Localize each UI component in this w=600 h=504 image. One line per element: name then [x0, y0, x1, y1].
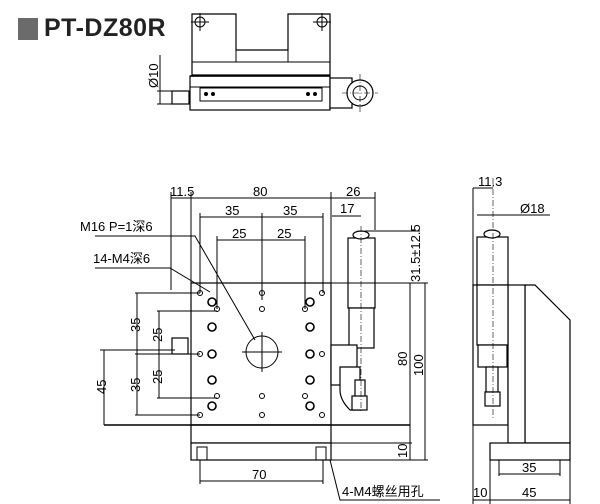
dim-micrometer-diameter: Ø18 [520, 201, 545, 216]
dim-micrometer: 26 [346, 184, 360, 199]
callout-mount-holes: 4-M4螺丝用孔 [342, 484, 424, 499]
dim-side-10: 10 [473, 485, 487, 500]
dim-hole-35a: 35 [225, 203, 239, 218]
dim-knob-diameter: Ø10 [146, 63, 161, 88]
dim-left-25b: 25 [150, 370, 165, 384]
dim-left-offset: 11.5 [170, 184, 194, 199]
side-view: 11.3 Ø18 35 10 45 [472, 174, 571, 504]
callout-tapped-holes: 14-M4深6 [93, 251, 150, 266]
dim-hole-35b: 35 [283, 203, 297, 218]
mounting-holes [207, 297, 315, 411]
title-marker-icon [18, 17, 38, 40]
dim-hole-25b: 25 [277, 226, 291, 241]
dim-height-45: 45 [94, 380, 109, 394]
dim-side-45: 45 [522, 485, 536, 500]
dim-plate-80: 80 [395, 352, 410, 366]
dim-travel: 31.5±12.5 [408, 224, 423, 282]
front-view: 11.5 80 26 17 35 35 25 25 31.5±12.5 M16 … [80, 184, 440, 501]
top-view: Ø10 [146, 13, 378, 112]
callout-center-hole: M16 P=1深6 [80, 219, 153, 234]
dim-total-100: 100 [411, 354, 426, 376]
dim-bottom-70: 70 [252, 467, 266, 482]
dim-hole-25a: 25 [232, 226, 246, 241]
dim-base-10: 10 [395, 444, 410, 458]
product-title: PT-DZ80R [18, 14, 166, 43]
dim-width: 80 [253, 184, 267, 199]
dim-left-35b: 35 [128, 378, 143, 392]
dim-micrometer-center: 17 [340, 201, 354, 216]
product-model: PT-DZ80R [44, 14, 167, 42]
micrometer [330, 226, 376, 412]
dim-left-25a: 25 [150, 328, 165, 342]
dim-side-offset: 11.3 [478, 174, 502, 189]
dim-left-35a: 35 [128, 318, 143, 332]
dim-side-35: 35 [522, 460, 536, 475]
